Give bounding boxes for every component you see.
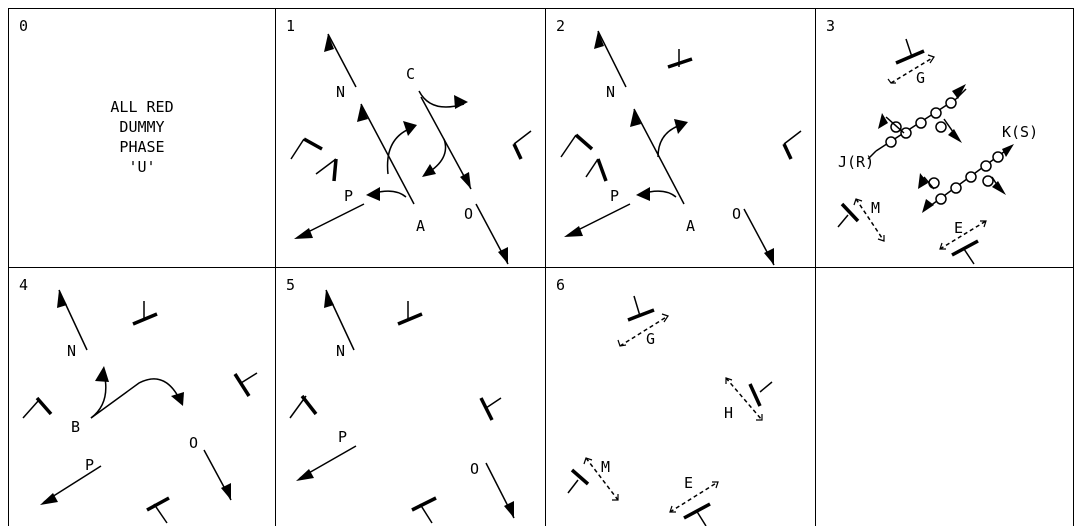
- stop-bar: [419, 503, 433, 524]
- stop-bar: [905, 38, 913, 58]
- movement-drawing: [560, 30, 802, 266]
- stop-bar: [513, 130, 532, 145]
- stop-bar: [290, 138, 305, 160]
- movement-label-a: A: [416, 217, 426, 235]
- dummy-line: DUMMY: [119, 118, 165, 136]
- movement-label-o: O: [470, 460, 480, 478]
- phase-number: 5: [286, 276, 296, 294]
- movement-label-e: E: [954, 219, 964, 237]
- movement-drawing: [567, 295, 773, 526]
- stop-bar: [153, 503, 168, 524]
- movement-label-b: B: [71, 418, 81, 436]
- phase-panel-3: 3: [816, 8, 1074, 268]
- movement-label-p: P: [344, 187, 354, 205]
- movement-label-o: O: [732, 205, 742, 223]
- movement-label-m: M: [871, 199, 881, 217]
- phase-number: 4: [19, 276, 29, 294]
- stop-bar: [585, 158, 599, 178]
- phase-number: 3: [826, 17, 836, 35]
- movement-drawing: [290, 33, 532, 265]
- dummy-phase-text: ALL RED DUMMY PHASE 'U': [9, 97, 275, 177]
- phase-panel-6: 6: [546, 268, 816, 526]
- phase-number: 0: [19, 17, 29, 35]
- movement-label-h: H: [724, 404, 734, 422]
- dummy-line: PHASE: [119, 138, 165, 156]
- movement-label-k-s: K(S): [1002, 123, 1039, 141]
- stop-bar: [567, 479, 579, 494]
- movement-label-p: P: [610, 187, 620, 205]
- pedestrian-arrow-m: [855, 198, 885, 242]
- movement-label-n: N: [606, 83, 616, 101]
- movement-label-m: M: [601, 458, 611, 476]
- stop-bar: [633, 295, 641, 317]
- phase-panel-0: 0 ALL RED DUMMY PHASE 'U': [8, 8, 276, 268]
- movement-label-n: N: [336, 83, 346, 101]
- movement-drawing: [837, 38, 1014, 265]
- movement-label-a: A: [686, 217, 696, 235]
- movement-label-p: P: [85, 456, 95, 474]
- phase-number: 1: [286, 17, 296, 35]
- pedestrian-arrow-g: [890, 56, 935, 84]
- stop-bar: [22, 399, 40, 419]
- stop-bar: [240, 372, 258, 384]
- movement-label-g: G: [646, 330, 656, 348]
- stop-bar: [963, 248, 975, 265]
- movement-arrow-a-through: [633, 108, 685, 205]
- movement-label-e: E: [684, 474, 694, 492]
- movement-arrow-n: [597, 30, 627, 88]
- stop-bar: [315, 158, 337, 175]
- movement-label-j-r: J(R): [838, 153, 875, 171]
- movement-arrow-n: [327, 33, 357, 88]
- movement-arrow-b-right: [90, 378, 180, 419]
- movement-arrow-a-through: [360, 103, 415, 205]
- movement-label-g: G: [916, 69, 926, 87]
- pedestrian-arrow-g: [619, 315, 669, 347]
- arrowhead: [952, 84, 966, 99]
- stop-bar: [759, 381, 773, 393]
- movement-label-n: N: [336, 342, 346, 360]
- pedestrian-arrow-m: [585, 457, 619, 501]
- pedestrian-arrow-e: [939, 220, 987, 250]
- movement-arrow-a-right: [386, 126, 415, 175]
- stop-bar: [837, 214, 849, 228]
- phase-panel-4: 4: [8, 268, 276, 526]
- pedestrian-arrow-e: [669, 481, 719, 513]
- dummy-line: ALL RED: [110, 98, 174, 116]
- movement-label-c: C: [406, 65, 416, 83]
- phase-panel-2: 2: [546, 8, 816, 268]
- phase-panel-5: 5 N P O: [276, 268, 546, 526]
- phase-panel-1: 1: [276, 8, 546, 268]
- phase-panel-empty: [816, 268, 1074, 526]
- movement-arrow-o-lane1: [420, 96, 472, 190]
- phase-number: 2: [556, 17, 566, 35]
- stop-bar: [695, 509, 707, 526]
- movement-drawing: [22, 289, 258, 524]
- movement-label-n: N: [67, 342, 77, 360]
- movement-label-p: P: [338, 428, 348, 446]
- arrowhead: [324, 34, 334, 52]
- phase-number: 6: [556, 276, 566, 294]
- stop-bar: [783, 130, 802, 145]
- dummy-line: 'U': [128, 158, 156, 176]
- movement-drawing: [289, 289, 515, 524]
- stop-bar: [485, 397, 502, 409]
- pedestrian-arrow-h: [725, 377, 763, 421]
- movement-label-o: O: [464, 205, 474, 223]
- movement-label-o: O: [189, 434, 199, 452]
- stop-bar: [560, 134, 577, 158]
